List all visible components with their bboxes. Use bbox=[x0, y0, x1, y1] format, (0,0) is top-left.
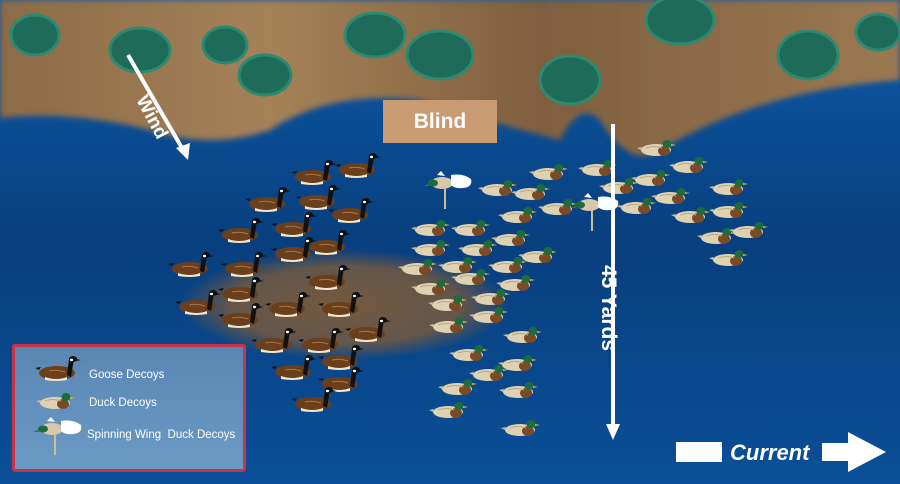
tree bbox=[108, 26, 172, 74]
legend-duck-label: Duck Decoys bbox=[89, 397, 157, 409]
distance-label: 45 Yards bbox=[597, 265, 620, 352]
legend-spinning-label: Spinning Wing Duck Decoys bbox=[87, 429, 236, 441]
blind-label: Blind bbox=[383, 100, 497, 143]
goose-icon bbox=[34, 355, 82, 382]
legend-goose-label: Goose Decoys bbox=[89, 369, 165, 381]
tree bbox=[201, 25, 249, 65]
current-label: Current bbox=[730, 440, 810, 465]
tree bbox=[405, 29, 475, 81]
tree bbox=[9, 13, 61, 57]
spinning-wing-icon bbox=[32, 416, 83, 456]
tree bbox=[237, 53, 293, 97]
tree bbox=[854, 12, 900, 52]
current-arrow bbox=[676, 432, 886, 472]
distance-arrow bbox=[606, 124, 620, 440]
tree bbox=[343, 11, 407, 59]
trees bbox=[9, 0, 900, 106]
tree bbox=[644, 0, 716, 46]
tree bbox=[538, 54, 602, 106]
duck-icon bbox=[35, 392, 76, 410]
wind-arrow bbox=[126, 53, 190, 160]
tree bbox=[776, 29, 840, 81]
legend: Goose Decoys Duck Decoys Spinning Wing D… bbox=[12, 344, 246, 472]
